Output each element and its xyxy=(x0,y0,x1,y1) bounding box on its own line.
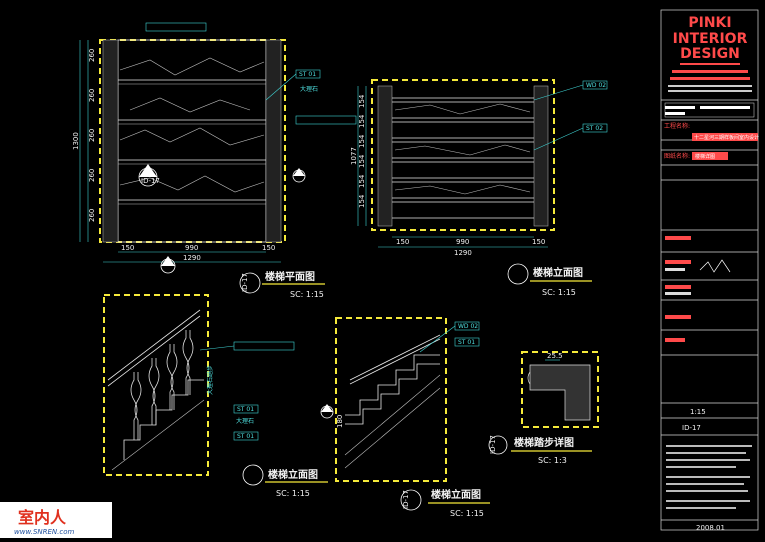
elev2-callout-1: ST 01 xyxy=(237,406,254,413)
brand-line-2: INTERIOR xyxy=(673,31,748,47)
stair-elevation-view-2: 大理石踏步 ST 01 大理石 ST 01 楼梯立面图 SC: 1:15 xyxy=(103,294,328,498)
elev2-callout-2: ST 01 xyxy=(237,433,254,440)
elev1-dim-total-v: 1077 xyxy=(350,147,358,165)
elev3-title: 楼梯立面图 xyxy=(431,488,481,501)
watermark-url: www.SNREN.com xyxy=(14,528,75,536)
brand-line-1: PINKI xyxy=(688,15,731,31)
plan-dim-v-5: 260 xyxy=(88,209,96,222)
svg-text:180: 180 xyxy=(336,415,344,428)
detail-title: 楼梯踏步详图 xyxy=(514,436,574,449)
elev2-title-block: 楼梯立面图 SC: 1:15 xyxy=(242,464,328,498)
plan-dim-h-2: 990 xyxy=(185,244,198,252)
plan-title: 楼梯平面图 xyxy=(265,270,315,283)
stair-elevation-view-3: WD 02 ST 01 180 ID-17 楼梯立面图 SC: 1:15 xyxy=(320,317,490,518)
plan-dim-v-2: 260 xyxy=(88,89,96,102)
elev1-callout-2: ST 02 xyxy=(586,125,603,132)
svg-text:ID-17: ID-17 xyxy=(141,177,160,185)
elev1-dim-v-1: 154 xyxy=(358,94,366,108)
elev1-dim-v-5: 154 xyxy=(358,134,366,148)
detail-title-block: ID-17 楼梯踏步详图 SC: 1:3 xyxy=(488,435,592,465)
elev3-section-marker xyxy=(320,404,334,419)
elev1-dim-total-h: 1290 xyxy=(454,249,472,257)
baluster-group xyxy=(130,330,194,440)
detail-frame xyxy=(521,351,599,428)
svg-text:ID-17: ID-17 xyxy=(402,490,410,509)
plan-dim-v-4: 260 xyxy=(88,169,96,182)
drawing-number-value: ID-17 xyxy=(682,424,701,432)
stair-step-detail-view: 25.5 ID-17 楼梯踏步详图 SC: 1:3 xyxy=(488,351,599,465)
elev1-dim-v-7: 154 xyxy=(358,154,366,168)
stair-plan-view: 150 990 150 1290 260 260 260 260 260 130… xyxy=(72,22,357,299)
elev3-frame xyxy=(335,317,447,482)
svg-text:大理石踏步: 大理石踏步 xyxy=(206,365,214,395)
elev1-dim-h-1: 150 xyxy=(396,238,409,246)
detail-dim: 25.5 xyxy=(547,352,563,360)
plan-callout-note-1: 大理石 xyxy=(300,85,318,93)
elev1-callout-1: WD 02 xyxy=(586,82,606,89)
stair-elevation-view-1: 150 990 150 1290 1077 154 154 154 154 15… xyxy=(350,79,608,297)
plan-dim-v-3: 260 xyxy=(88,129,96,142)
scale-value: 1:15 xyxy=(690,408,706,416)
elev3-callout-1: WD 02 xyxy=(458,323,478,330)
project-value: 十二星河三期样板间室内设计 xyxy=(694,134,759,141)
elev1-title-block: 楼梯立面图 SC: 1:15 xyxy=(507,263,592,297)
elev1-dim-v-3: 154 xyxy=(358,114,366,128)
plan-dim-total-v: 1300 xyxy=(72,132,80,150)
plan-dim-h-3: 150 xyxy=(262,244,275,252)
plan-frame xyxy=(99,39,286,243)
brand-fineprint xyxy=(668,63,752,92)
project-label: 工程名称: xyxy=(664,122,690,130)
elev1-dim-h-2: 990 xyxy=(456,238,469,246)
elev1-title: 楼梯立面图 xyxy=(533,266,583,279)
elev2-callout-note-1: 大理石 xyxy=(236,417,254,425)
elev3-title-block: ID-17 楼梯立面图 SC: 1:15 xyxy=(400,488,490,518)
title-block-stamp-strip xyxy=(664,102,755,118)
elev1-dim-v-9: 154 xyxy=(358,174,366,188)
drawing-name-label: 图纸名称: xyxy=(664,152,690,160)
drawing-name-value: 楼梯详图 xyxy=(695,153,715,160)
brand-line-3: DESIGN xyxy=(680,46,740,62)
svg-text:ID-17: ID-17 xyxy=(241,273,249,292)
plan-dim-total-h: 1290 xyxy=(183,254,201,262)
plan-dim-v-1: 260 xyxy=(88,49,96,62)
elev2-scale: SC: 1:15 xyxy=(276,489,310,498)
date-value: 2008.01 xyxy=(696,524,725,532)
site-watermark: 室内人 www.SNREN.com xyxy=(0,502,112,538)
elev1-dim-v-11: 154 xyxy=(358,194,366,208)
plan-title-block: ID-17 楼梯平面图 SC: 1:15 xyxy=(239,270,325,299)
plan-scale: SC: 1:15 xyxy=(290,290,324,299)
elev2-frame xyxy=(103,294,209,476)
title-block: PINKI INTERIOR DESIGN 工程名称: 十二星河三期样板间室内设… xyxy=(660,9,759,532)
elev2-title: 楼梯立面图 xyxy=(268,468,318,481)
plan-section-marker-bottom xyxy=(160,256,176,274)
plan-section-marker-left: ID-17 xyxy=(138,164,160,187)
detail-scale: SC: 1:3 xyxy=(538,456,567,465)
title-block-notes xyxy=(666,445,752,509)
elev1-dim-h-3: 150 xyxy=(532,238,545,246)
elev3-scale: SC: 1:15 xyxy=(450,509,484,518)
plan-dim-h-1: 150 xyxy=(121,244,134,252)
plan-callout-1: ST 01 xyxy=(299,71,316,78)
plan-section-marker-right xyxy=(292,168,306,183)
svg-text:ID-17: ID-17 xyxy=(489,435,497,454)
elev3-callout-2: ST 01 xyxy=(458,339,475,346)
elev1-frame xyxy=(371,79,555,231)
elev1-scale: SC: 1:15 xyxy=(542,288,576,297)
designer-signature xyxy=(699,259,731,273)
watermark-cn: 室内人 xyxy=(18,508,67,527)
